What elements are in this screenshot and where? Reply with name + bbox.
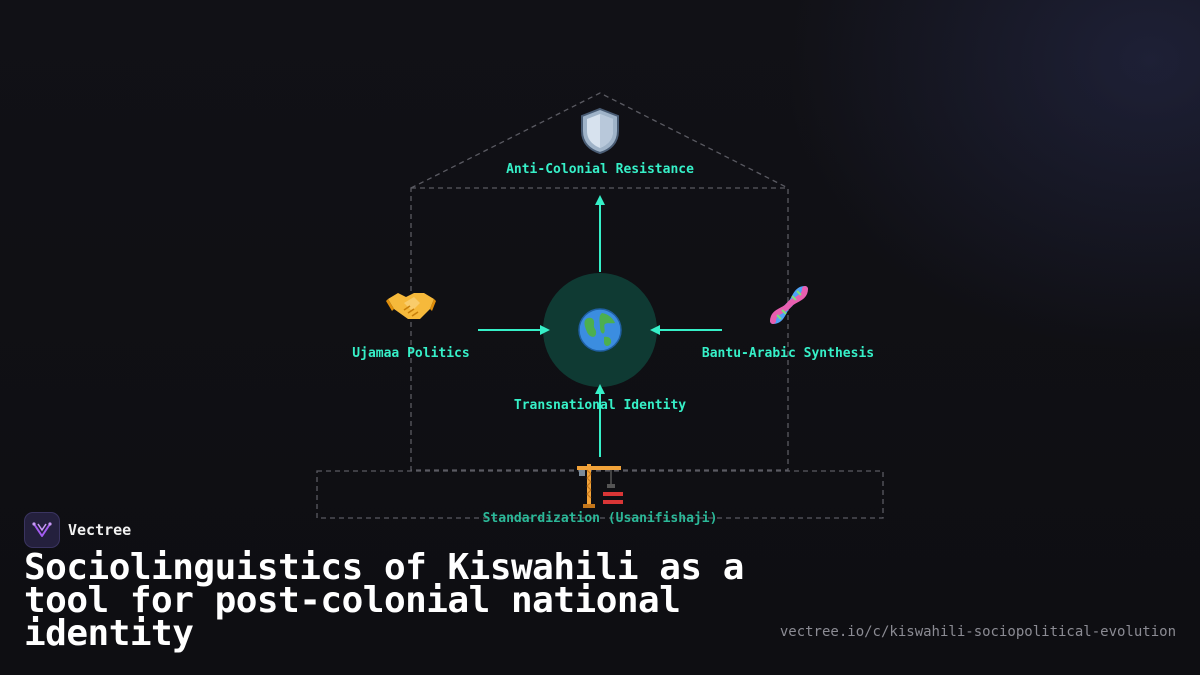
foundation-outline <box>316 470 884 519</box>
arrows <box>478 195 722 457</box>
handshake-icon <box>383 277 439 333</box>
node-label-center: Transnational Identity <box>513 398 687 413</box>
brand-name: Vectree <box>68 521 132 539</box>
source-url[interactable]: vectree.io/c/kiswahili-sociopolitical-ev… <box>779 624 1176 640</box>
brand[interactable]: Vectree <box>24 512 131 548</box>
vectree-logo-icon <box>24 512 60 548</box>
shield-icon <box>572 103 628 159</box>
construction-crane-icon <box>572 457 628 513</box>
dna-icon <box>761 277 817 333</box>
page-title: Sociolinguistics of Kiswahili as a tool … <box>24 547 744 654</box>
node-label-left: Ujamaa Politics <box>352 346 470 361</box>
node-label-bottom: Standardization (Usanifishaji) <box>482 511 718 526</box>
node-label-top: Anti-Colonial Resistance <box>506 162 694 177</box>
node-label-right: Bantu-Arabic Synthesis <box>701 346 875 361</box>
roof-outline <box>410 92 789 189</box>
globe-icon <box>572 302 628 358</box>
